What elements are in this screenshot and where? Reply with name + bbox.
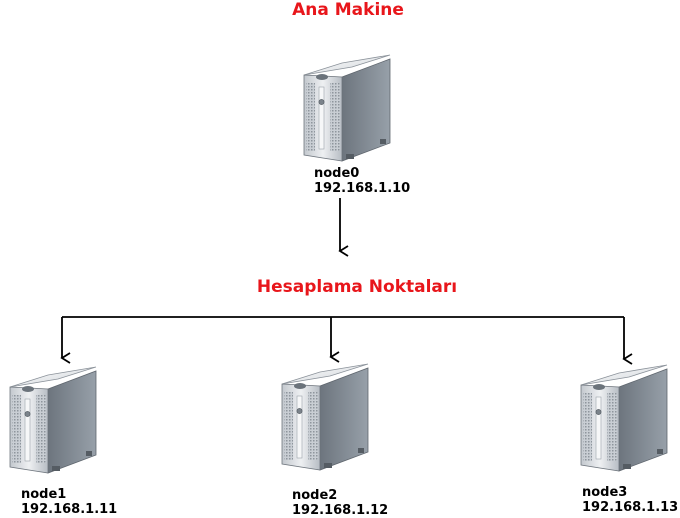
server-tower-icon (580, 364, 668, 472)
node-ip: 192.168.1.10 (314, 181, 411, 196)
compute-node-label-3: node3 192.168.1.13 (582, 485, 678, 515)
node-ip: 192.168.1.11 (21, 502, 118, 517)
node-name: node0 (314, 166, 360, 181)
node-ip: 192.168.1.13 (582, 500, 679, 515)
server-tower-icon (281, 363, 369, 471)
node-name: node1 (21, 487, 67, 502)
node-name: node2 (292, 488, 338, 503)
server-tower-icon (9, 366, 97, 474)
compute-node-label-2: node2 192.168.1.12 (292, 488, 388, 518)
master-node-label: node0 192.168.1.10 (314, 166, 410, 196)
compute-node-label-1: node1 192.168.1.11 (21, 487, 117, 517)
master-heading: Ana Makine (292, 0, 404, 20)
compute-heading: Hesaplama Noktaları (256, 277, 458, 297)
server-tower-icon (303, 54, 391, 162)
node-name: node3 (582, 485, 628, 500)
node-ip: 192.168.1.12 (292, 503, 389, 518)
